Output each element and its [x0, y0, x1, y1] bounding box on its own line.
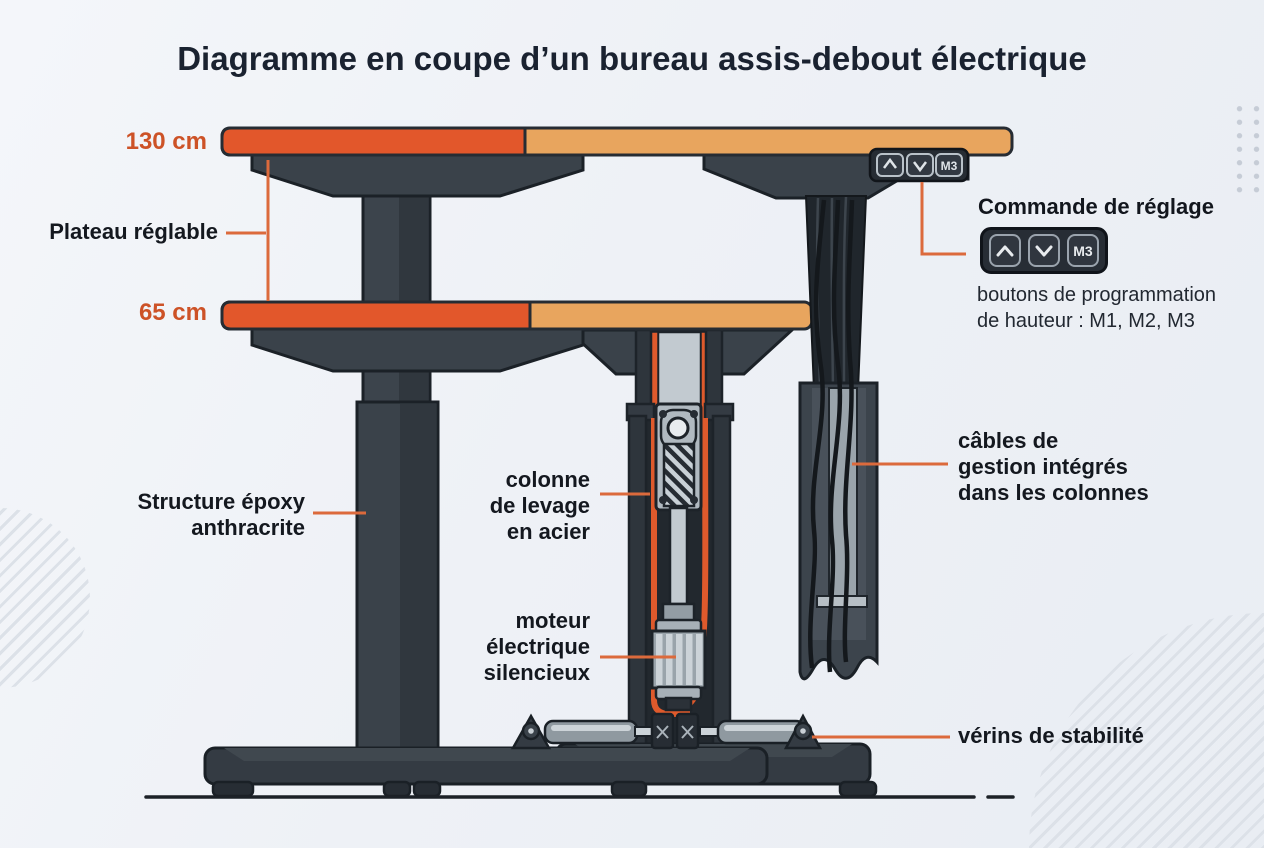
desk-bracket — [250, 151, 585, 198]
dots-decoration — [1231, 102, 1263, 196]
up-button — [989, 234, 1021, 267]
desk-controller: M3 — [868, 147, 970, 183]
memory-button: M3 — [1067, 234, 1099, 267]
hidden-cables — [808, 199, 827, 669]
label-epoxy-structure: Structure époxy anthracrite — [137, 489, 306, 540]
diagram-title: Diagramme en coupe d’un bureau assis-deb… — [177, 40, 1087, 77]
down-button — [906, 153, 934, 177]
desktop-65cm — [220, 300, 814, 331]
right-column-cable-management — [798, 195, 879, 681]
hidden-cables — [842, 199, 855, 663]
chevron-up-icon — [996, 245, 1014, 256]
chevron-up-icon — [883, 157, 897, 169]
memory-button-label: M3 — [941, 159, 958, 173]
controller-callout-line — [920, 182, 966, 256]
hidden-cables — [826, 199, 843, 673]
electric-motor — [650, 506, 707, 712]
up-button — [876, 153, 904, 177]
down-button — [1028, 234, 1060, 267]
label-electric-motor: moteur électrique silencieux — [483, 608, 590, 685]
threaded-screw — [662, 442, 696, 508]
desktop-130cm — [220, 126, 1014, 157]
control-panel-caption: boutons de programmation de hauteur : M1… — [977, 284, 1217, 332]
base-feet — [144, 742, 1015, 799]
control-panel-heading: Commande de réglage — [978, 194, 1214, 219]
label-stability-cylinders: vérins de stabilité — [958, 723, 1144, 748]
memory-button — [935, 153, 963, 177]
lifting-column-cutaway — [564, 328, 796, 754]
chevron-down-icon — [913, 161, 927, 173]
stability-cylinders — [510, 712, 823, 750]
spindle-assembly — [654, 402, 703, 512]
label-cable-management: câbles de gestion intégrés dans les colo… — [958, 428, 1149, 505]
control-panel-illustration: M3 — [980, 227, 1108, 274]
label-lifting-column: colonne de levage en acier — [489, 467, 590, 544]
measurement-sitting-height: 65 cm — [138, 299, 207, 326]
inner-telescopic-tube — [656, 330, 703, 412]
measurement-standing-height: 130 cm — [125, 128, 207, 155]
chevron-down-icon — [1035, 245, 1053, 256]
label-adjustable-top: Plateau réglable — [49, 219, 218, 244]
desk-bracket — [250, 326, 585, 373]
callout-lines — [226, 160, 966, 739]
